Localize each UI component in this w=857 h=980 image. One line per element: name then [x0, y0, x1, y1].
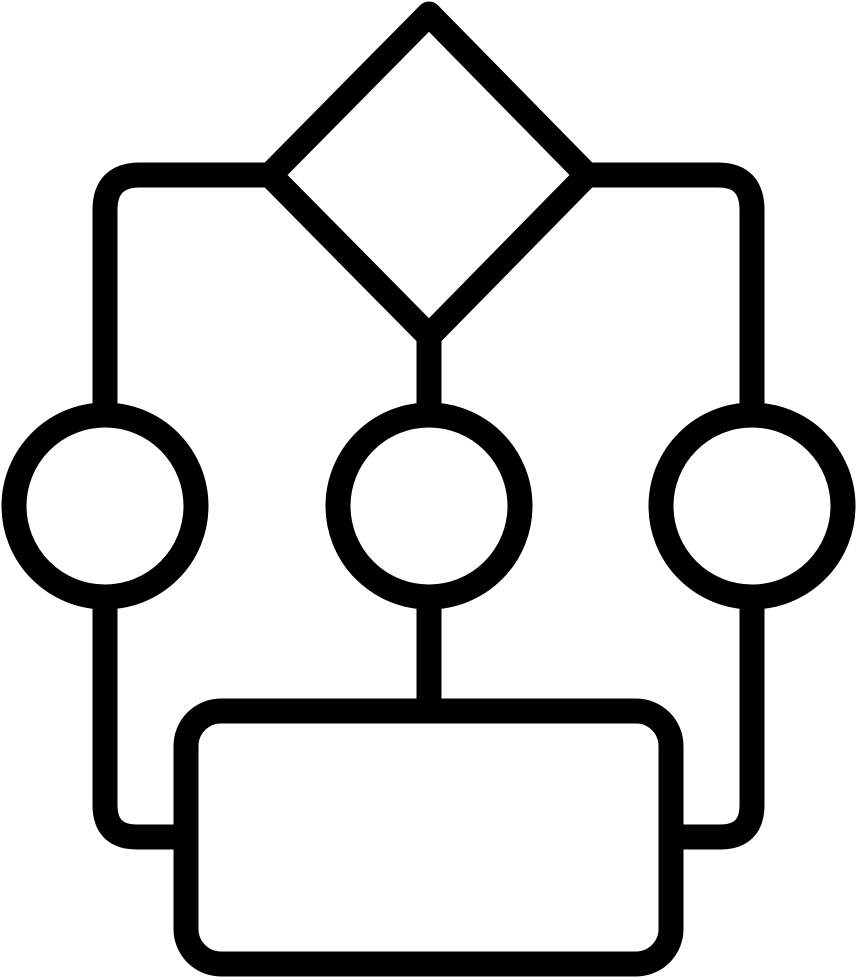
left-node-circle — [1, 402, 209, 610]
decision-diamond-shape — [257, 1, 600, 349]
right-connector-line — [588, 162, 765, 405]
terminal-rectangle-shape — [173, 698, 684, 977]
right-node-circle — [648, 402, 856, 610]
center-node-circle — [325, 402, 533, 610]
left-bottom-connector-line — [92, 607, 185, 850]
right-bottom-connector-line — [672, 607, 765, 850]
left-connector-line — [92, 162, 270, 405]
